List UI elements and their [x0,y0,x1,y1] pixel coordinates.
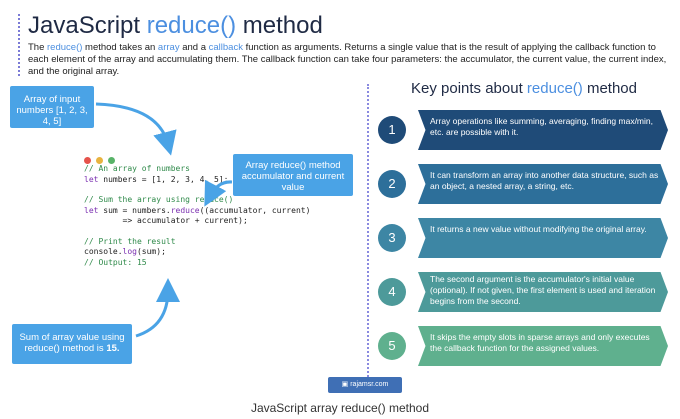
kp-text: The second argument is the accumulator's… [418,272,668,312]
key-point-5: 5 It skips the empty slots in sparse arr… [378,326,678,366]
code-keyword: let [84,174,99,184]
code-line: // Output: 15 [84,257,147,267]
kp-number: 2 [378,170,406,198]
title-prefix: JavaScript [28,12,147,39]
intro-highlight: reduce() [47,42,83,53]
intro-highlight: array [157,42,180,53]
intro-text: method takes an [82,42,158,53]
key-point-3: 3 It returns a new value without modifyi… [378,218,678,258]
code-keyword: let [84,205,99,215]
code-line: let sum = numbers.reduce((accumulator, c… [84,206,314,217]
title-accent [18,14,20,76]
maximize-dot-icon [108,157,115,164]
connector-arrows [95,102,233,338]
code-function: log [122,247,137,256]
key-point-2: 2 It can transform an array into another… [378,164,678,204]
code-text: sum = numbers. [98,205,171,215]
sum-result-callout: Sum of array value using reduce() method… [12,324,132,364]
key-point-1: 1 Array operations like summing, averagi… [378,110,678,150]
infographic-card: JavaScript reduce() method The reduce() … [10,6,678,394]
kp-text: It skips the empty slots in sparse array… [418,326,668,366]
kp-title-highlight: reduce() [526,80,583,97]
code-line: console.log(sum); [84,247,314,258]
code-line: => accumulator + current); [84,216,248,225]
image-caption: JavaScript array reduce() method [250,401,430,415]
sum-result-value: 15. [106,343,120,354]
kp-title-suffix: method [582,80,637,97]
code-line: // Print the result [84,236,176,246]
key-points-title: Key points about reduce() method [411,80,637,97]
kp-number: 4 [378,278,406,306]
minimize-dot-icon [96,157,103,164]
code-text: numbers = [1, 2, 3, 4, 5]; [98,174,229,184]
badge-icon: ▣ [341,381,351,388]
intro-paragraph: The reduce() method takes an array and a… [28,42,668,78]
window-controls [84,151,120,164]
close-dot-icon [84,157,91,164]
reduce-arrow [204,179,233,207]
code-line: let numbers = [1, 2, 3, 4, 5]; [84,175,314,186]
sum-result-text: Sum of array value using reduce() method… [19,332,125,354]
input-array-callout: Array of input numbers [1, 2, 3, 4, 5] [10,86,94,128]
code-snippet: // An array of numbers let numbers = [1,… [84,146,314,311]
intro-text: function as arguments. Returns a single … [28,42,667,77]
kp-text: It returns a new value without modifying… [418,218,668,258]
sum-arrow [135,278,180,338]
code-text: ((accumulator, current) [199,205,311,215]
input-arrow [95,102,177,156]
intro-text: and a [179,42,209,53]
kp-number: 5 [378,332,406,360]
reduce-method-callout: Array reduce() method accumulator and cu… [233,154,353,196]
code-line: // Sum the array using reduce() [84,195,234,204]
title-suffix: method [236,12,323,39]
code-text: console. [84,247,123,256]
kp-number: 1 [378,116,406,144]
kp-number: 3 [378,224,406,252]
intro-highlight: callback [208,42,243,53]
intro-text: The [28,42,48,53]
kp-title-prefix: Key points about [411,80,527,97]
code-text: (sum); [136,247,166,256]
code-line: // An array of numbers [84,164,190,173]
kp-text: It can transform an array into another d… [418,164,668,204]
source-badge[interactable]: ▣ rajamsr.com [328,377,402,393]
badge-text: rajamsr.com [350,381,389,388]
section-divider [367,84,369,389]
page-title: JavaScript reduce() method [28,12,323,40]
kp-text: Array operations like summing, averaging… [418,110,668,150]
key-point-4: 4 The second argument is the accumulator… [378,272,678,312]
code-function: reduce [170,205,200,215]
title-highlight: reduce() [146,12,237,39]
